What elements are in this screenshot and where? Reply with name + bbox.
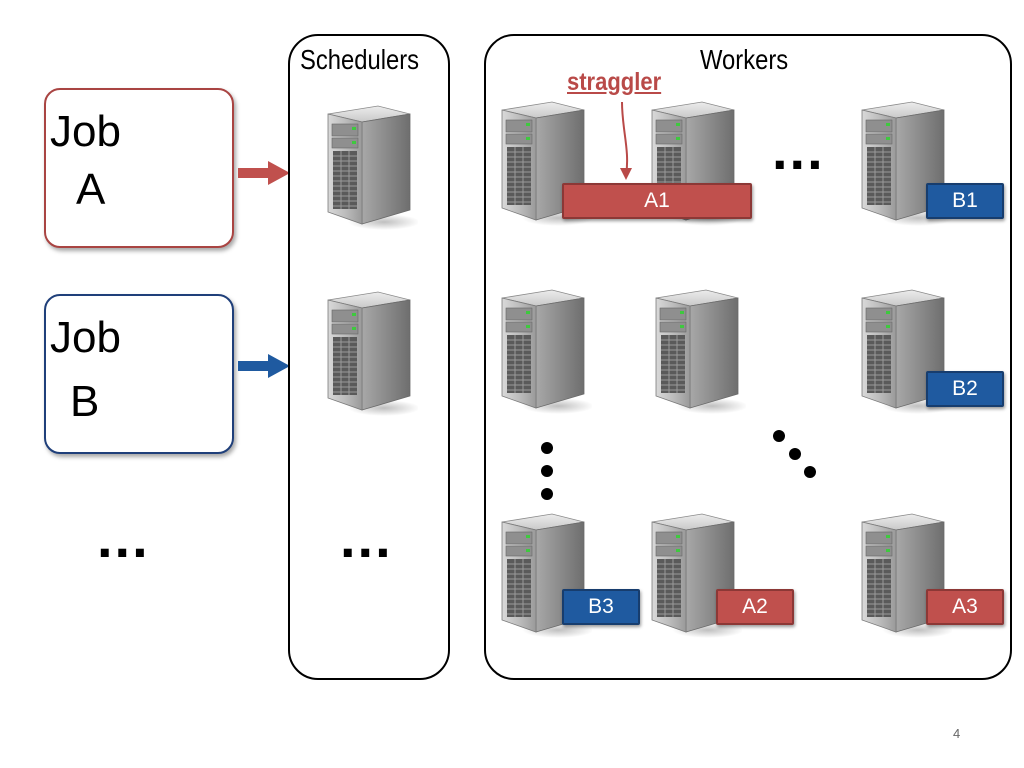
job-b-arrow bbox=[238, 354, 290, 378]
diagonal-dot-1 bbox=[773, 430, 785, 442]
job-a-label: Job bbox=[50, 107, 121, 156]
scheduler-server-1 bbox=[322, 104, 418, 230]
task-a1: A1 bbox=[562, 183, 752, 219]
vertical-dot-1 bbox=[541, 442, 553, 454]
schedulers-ellipsis: ... bbox=[340, 506, 393, 569]
job-b-box: Job B bbox=[44, 294, 234, 454]
workers-title: Workers bbox=[700, 44, 789, 75]
task-b1: B1 bbox=[926, 183, 1004, 219]
job-a-id: A bbox=[76, 165, 106, 214]
diagonal-dot-2 bbox=[789, 448, 801, 460]
job-a-arrow bbox=[238, 161, 290, 185]
jobs-ellipsis: ... bbox=[97, 506, 150, 569]
straggler-label: straggler bbox=[567, 68, 662, 96]
task-b2: B2 bbox=[926, 371, 1004, 407]
job-b-id: B bbox=[70, 377, 100, 426]
worker-server-r2c2 bbox=[650, 288, 746, 414]
schedulers-title: Schedulers bbox=[300, 44, 420, 75]
job-a-box: Job A bbox=[44, 88, 234, 248]
task-b3: B3 bbox=[562, 589, 640, 625]
scheduler-server-2 bbox=[322, 290, 418, 416]
worker-server-r2c1 bbox=[496, 288, 592, 414]
vertical-dot-3 bbox=[541, 488, 553, 500]
task-a3: A3 bbox=[926, 589, 1004, 625]
workers-row1-ellipsis: ... bbox=[772, 118, 825, 181]
diagonal-dot-3 bbox=[804, 466, 816, 478]
page-number: 4 bbox=[953, 726, 961, 741]
task-a2: A2 bbox=[716, 589, 794, 625]
job-b-label: Job bbox=[50, 313, 121, 362]
vertical-dot-2 bbox=[541, 465, 553, 477]
straggler-arrow bbox=[620, 101, 632, 180]
